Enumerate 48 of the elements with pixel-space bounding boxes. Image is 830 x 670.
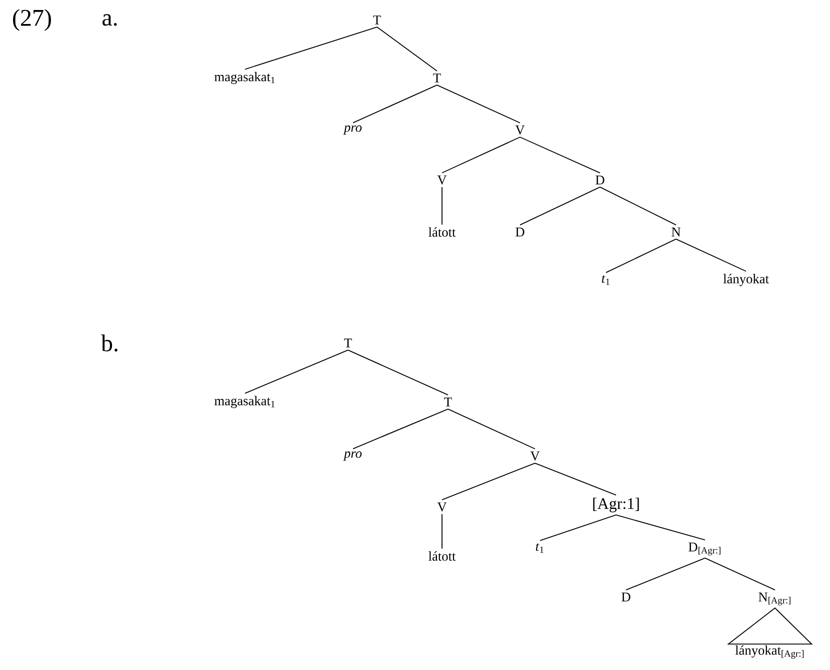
- branch-line: [436, 84, 520, 124]
- example-letter: a.: [102, 14, 117, 26]
- tree-node-label: D: [622, 592, 630, 602]
- tree-node-label: magasakat$_{1}$: [214, 72, 275, 84]
- branch-line: [352, 408, 448, 450]
- branch-line: [244, 26, 378, 70]
- branch-line: [616, 514, 706, 540]
- branch-line: [600, 186, 676, 226]
- branch-line: [520, 136, 600, 174]
- tree-node-label: lányokat: [723, 274, 769, 286]
- tree-node-label: V: [515, 126, 525, 134]
- tree-node-label: pro: [343, 451, 362, 461]
- tree-node-label: N: [672, 228, 681, 236]
- tree-node-label: látott: [428, 551, 456, 561]
- tree-node-label: T: [344, 338, 352, 348]
- tree-node-label: D: [516, 228, 524, 236]
- branch-line: [352, 84, 438, 124]
- tree-node-label: magasakat$_{1}$: [214, 396, 275, 408]
- branch-line: [704, 558, 776, 590]
- branch-line: [676, 238, 746, 272]
- branch-line: [606, 238, 676, 274]
- tree-node-label: V: [530, 452, 540, 460]
- tree-node-label: [Agr:1]: [593, 498, 639, 512]
- tree-node-label: T: [444, 398, 452, 406]
- branch-line: [534, 462, 616, 496]
- example-number: (27): [13, 9, 51, 31]
- tree-node-label: V: [437, 176, 447, 184]
- branch-line: [520, 186, 600, 226]
- branch-line: [376, 26, 438, 72]
- tree-node-label: V: [437, 502, 447, 512]
- tree-node-label: pro: [343, 125, 362, 135]
- tree-node-label: D: [596, 176, 604, 184]
- branch-line: [442, 462, 536, 500]
- tree-node-label: látott: [428, 227, 456, 237]
- example-letter: b.: [101, 334, 118, 352]
- tree-node-label: t$_{1}$: [536, 543, 544, 553]
- tree-node-label: D$_{[Agr:]}$: [688, 542, 720, 556]
- tree-node-label: lányokat$_{[Agr:]}$: [735, 645, 804, 659]
- branch-line: [626, 558, 706, 590]
- branch-line: [540, 514, 616, 542]
- branch-line: [348, 350, 448, 396]
- branch-line: [448, 408, 536, 450]
- tree-node-label: N$_{[Agr:]}$: [758, 592, 790, 606]
- branch-line: [442, 136, 520, 174]
- tree-node-label: T: [433, 74, 441, 82]
- tree-node-label: T: [373, 16, 381, 24]
- tree-node-label: t$_{1}$: [602, 275, 610, 285]
- branch-line: [244, 350, 348, 394]
